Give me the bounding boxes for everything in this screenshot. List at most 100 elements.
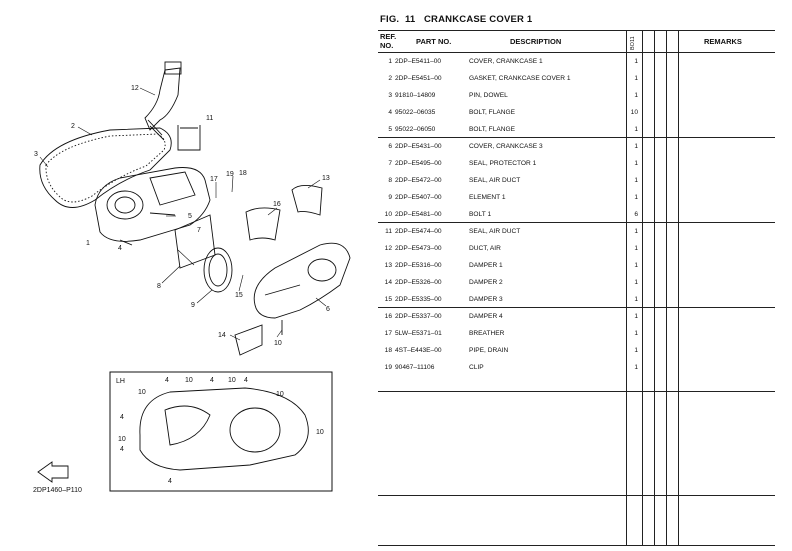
fwd-arrow [37,461,69,483]
quantity-cell: 1 [634,143,638,150]
callout-11: 11 [206,115,213,122]
gasket-outline [39,127,172,208]
header-description: DESCRIPTION [510,37,562,46]
crankcase-cover-3 [253,242,351,319]
quantity-cell: 1 [634,126,638,133]
ref-no-cell: 16 [384,313,392,320]
inset-callout: 4 [168,478,172,485]
callout-12: 12 [131,85,139,92]
figure-title: FIG. 11 CRANKCASE COVER 1 [380,14,533,25]
part-no-cell: 4ST–E443E–00 [395,347,442,354]
part-no-cell: 2DP–E5431–00 [395,143,442,150]
part-no-cell: 2DP–E5451–00 [395,75,442,82]
header-ref-no: REF. NO. [380,32,397,50]
part-no-cell: 2DP–E5481–00 [395,211,442,218]
quantity-cell: 6 [634,211,638,218]
quantity-cell: 1 [634,92,638,99]
quantity-cell: 1 [634,194,638,201]
quantity-cell: 1 [634,177,638,184]
ref-no-cell: 1 [388,58,392,65]
quantity-cell: 1 [634,58,638,65]
lh-inset-frame [109,371,333,492]
part-no-cell: 2DP–E5472–00 [395,177,442,184]
quantity-cell: 1 [634,313,638,320]
description-cell: PIN, DOWEL [469,92,508,99]
ref-no-cell: 2 [388,75,392,82]
description-cell: BREATHER [469,330,505,337]
description-cell: ELEMENT 1 [469,194,506,201]
callout-7: 7 [197,227,201,234]
part-no-cell: 2DP–E5495–00 [395,160,442,167]
part-no-cell: 5LW–E5371–01 [395,330,442,337]
quantity-cell: 1 [634,245,638,252]
quantity-cell: 1 [634,75,638,82]
callout-16: 16 [273,201,281,208]
exploded-parts-diagram: 12 2 11 3 17 19 18 13 16 5 7 1 4 8 9 15 … [33,61,351,494]
ref-no-cell: 18 [384,347,392,354]
callout-10: 10 [274,340,282,347]
quantity-cell: 1 [634,279,638,286]
header-part-no: PART NO. [416,37,452,46]
part-no-cell: 2DP–E5326–00 [395,279,442,286]
ref-no-cell: 9 [388,194,392,201]
inset-callout: 10 [118,436,126,443]
quantity-cell: 10 [630,109,638,116]
ref-no-cell: 11 [385,228,392,235]
part-no-cell: 90467–11106 [395,364,435,371]
description-cell: PIPE, DRAIN [469,347,509,354]
quantity-cell: 1 [634,364,638,371]
inset-callout: 4 [120,446,124,453]
inset-callout: 10 [185,377,193,384]
part-no-cell: 2DP–E5337–00 [395,313,442,320]
inset-callout: 10 [228,377,236,384]
callout-2: 2 [71,123,75,130]
ref-no-cell: 10 [384,211,392,218]
ref-no-cell: 3 [388,92,392,99]
ref-no-cell: 17 [384,330,392,337]
inset-callout: 10 [276,391,284,398]
inset-callout: 4 [120,414,124,421]
ref-no-cell: 15 [384,296,392,303]
inset-callout: 4 [210,377,214,384]
inset-callout: 4 [244,377,248,384]
description-cell: DAMPER 1 [469,262,503,269]
callout-5: 5 [188,213,192,220]
description-cell: GASKET, CRANKCASE COVER 1 [469,75,571,82]
inset-callout: 10 [316,429,324,436]
quantity-cell: 1 [634,296,638,303]
description-cell: BOLT, FLANGE [469,109,516,116]
ref-no-cell: 4 [388,109,392,116]
inset-callout: 10 [138,389,146,396]
description-cell: DAMPER 2 [469,279,503,286]
part-no-cell: 95022–06050 [395,126,436,133]
lh-cover-view [139,387,309,471]
callout-13: 13 [322,175,330,182]
description-cell: CLIP [469,364,484,371]
callout-4: 4 [118,245,122,252]
description-cell: BOLT 1 [469,211,492,218]
part-no-cell: 95022–06035 [395,109,436,116]
description-cell: SEAL, AIR DUCT [469,228,521,235]
ref-no-cell: 12 [384,245,392,252]
part-no-cell: 2DP–E5474–00 [395,228,442,235]
description-cell: SEAL, PROTECTOR 1 [469,160,537,167]
crankcase-cover-1 [94,167,211,242]
description-cell: DAMPER 4 [469,313,503,320]
part-no-cell: 2DP–E5316–00 [395,262,442,269]
callout-17: 17 [210,176,218,183]
quantity-cell: 1 [634,160,638,167]
